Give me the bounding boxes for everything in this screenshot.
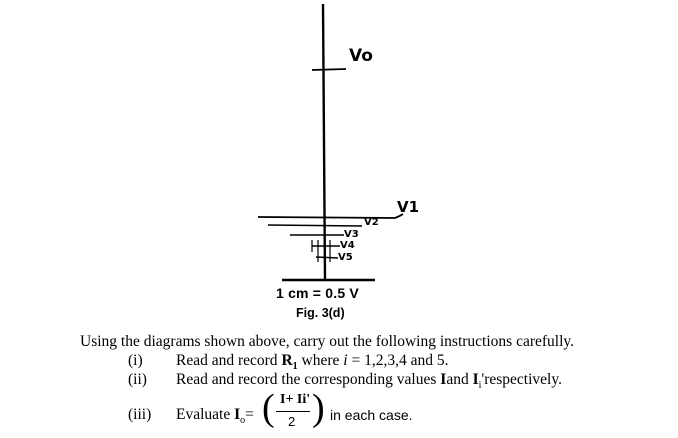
v4-label: V4 [340, 240, 355, 251]
fraction-formula: ( I+ Ii' 2 ) [262, 387, 325, 436]
v3-label: V3 [344, 229, 359, 240]
item-text: Read and record the corresponding values… [176, 371, 562, 392]
v1-label: V1 [397, 198, 420, 216]
v2-line [267, 224, 363, 227]
fraction-denominator: 2 [288, 414, 296, 429]
vertical-axis-line [321, 3, 327, 281]
fraction-bar [276, 411, 310, 412]
voltage-scale-diagram [257, 3, 404, 282]
diagram-figure: Vo V1 V2 V3 V4 V5 1 cm = 0.5 V Fig. 3(d) [257, 3, 420, 320]
figure-caption: Fig. 3(d) [296, 306, 345, 320]
instructions-intro: Using the diagrams shown above, carry ou… [80, 333, 575, 350]
item-text-tail: in each case. [330, 407, 413, 423]
item-text: Read and record R1 where i = 1,2,3,4 and… [176, 352, 449, 373]
item-number: (ii) [128, 371, 147, 388]
item-number: (i) [128, 352, 143, 369]
v5-line [315, 256, 339, 259]
vo-tick [311, 68, 347, 71]
v2-label: V2 [364, 217, 379, 228]
right-paren: ) [312, 387, 325, 429]
v5-label: V5 [338, 252, 353, 263]
left-paren: ( [262, 387, 275, 429]
item-number: (iii) [128, 406, 152, 423]
vo-label: Vo [349, 46, 373, 66]
scale-label: 1 cm = 0.5 V [276, 285, 359, 301]
item-text: Evaluate Io= [176, 406, 254, 427]
v1-line [257, 213, 404, 219]
fraction-numerator: I+ Ii' [280, 392, 311, 407]
